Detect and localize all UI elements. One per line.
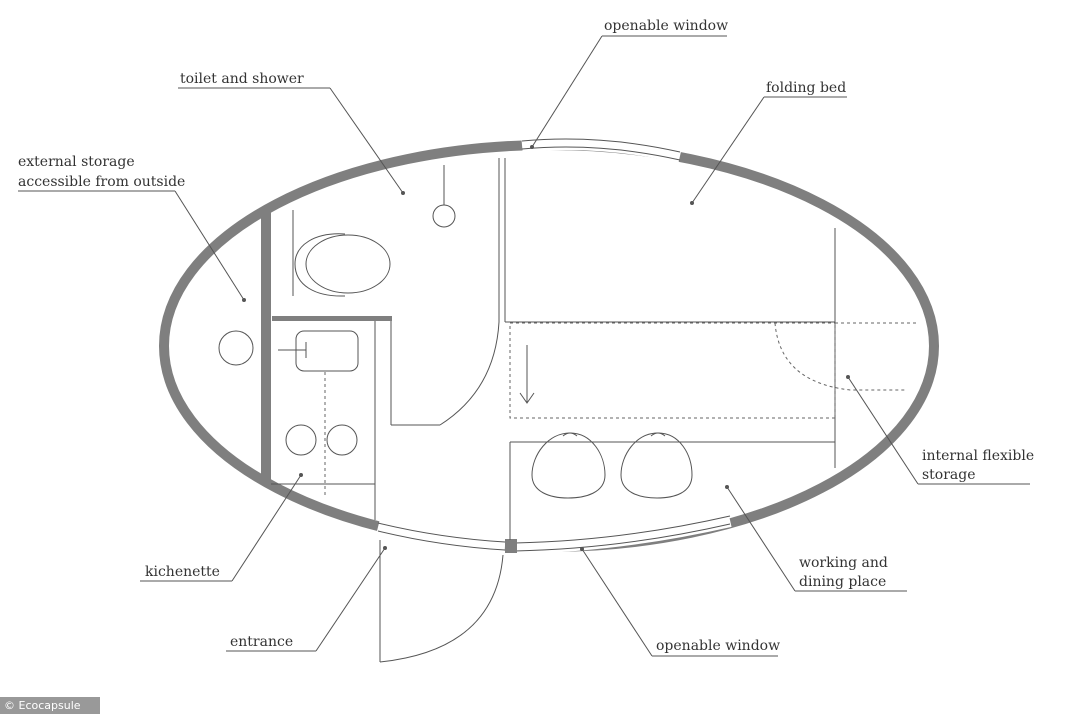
image-credit: © Ecocapsule [0,697,100,714]
sink-icon [295,330,359,372]
external-storage-hatch-icon [218,330,254,366]
label-working-line1: working and [799,555,888,571]
toilet-icon [294,233,391,297]
bathroom-door-swing [439,321,500,426]
label-internal-storage-line1: internal flexible [922,448,1034,464]
label-external-storage-line2: accessible from outside [18,174,185,190]
hob-right-icon [326,424,358,456]
label-entrance: entrance [230,634,293,650]
shower-head-icon [432,204,456,228]
chair-right-icon [620,432,693,499]
folded-bed-outline [509,322,836,419]
label-working-line2: dining place [799,574,886,590]
door-post [505,539,517,553]
chair-left-icon [531,432,606,499]
label-openable-window-bottom: openable window [656,638,780,654]
label-internal-storage-line2: storage [922,467,976,483]
top-window [521,136,682,163]
entrance-door-swing [379,554,504,663]
down-arrow-icon [519,345,535,404]
outer-shell [159,140,939,552]
label-openable-window-top: openable window [604,18,728,34]
label-kichenette: kichenette [145,564,220,580]
bottom-window-right [514,513,732,554]
storage-partition-wall [261,212,271,484]
entrance-opening [376,520,506,553]
hob-left-icon [285,424,317,456]
label-folding-bed: folding bed [766,80,846,96]
label-toilet-and-shower: toilet and shower [180,71,304,87]
label-external-storage-line1: external storage [18,154,135,170]
